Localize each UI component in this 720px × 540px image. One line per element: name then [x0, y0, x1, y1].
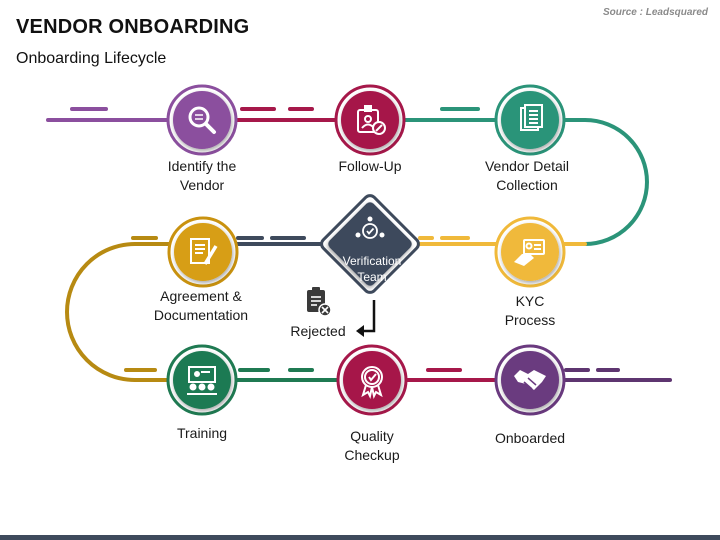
label-identify-line1: Identify the — [167, 158, 237, 174]
id-badge-icon — [357, 105, 386, 135]
label-detail-line2: Collection — [496, 177, 558, 193]
label-onboarded: Onboarded — [494, 430, 566, 446]
node-identify — [166, 84, 238, 156]
node-followup — [334, 84, 406, 156]
presentation-icon — [187, 366, 217, 395]
node-onboarded — [494, 344, 566, 416]
label-training: Training — [176, 425, 228, 441]
team-icon — [355, 216, 385, 239]
node-training — [166, 344, 238, 416]
label-rejected: Rejected — [290, 323, 346, 339]
label-detail: Vendor Detail Collection — [457, 157, 597, 195]
label-quality-line2: Checkup — [344, 447, 400, 463]
source-note: Source : Leadsquared — [602, 7, 708, 18]
node-kyc — [494, 216, 566, 288]
magnifier-icon — [188, 106, 216, 134]
rejected-clipboard-icon — [307, 287, 332, 317]
page-subtitle: Onboarding Lifecycle — [16, 50, 167, 67]
label-agreement-line1: Agreement & — [160, 288, 242, 304]
document-icon — [520, 104, 543, 131]
award-badge-icon — [361, 366, 383, 399]
label-agreement-line2: Documentation — [153, 307, 249, 323]
label-quality: Quality Checkup — [302, 427, 442, 465]
label-quality-line1: Quality — [350, 428, 394, 444]
rejected-arrow — [356, 300, 376, 337]
node-verification — [320, 194, 420, 294]
node-detail — [494, 84, 566, 156]
page-title: VENDOR ONBOARDING — [16, 16, 250, 38]
label-detail-line1: Vendor Detail — [484, 158, 570, 174]
verification-label-line2: Team — [357, 270, 386, 284]
label-kyc-line2: Process — [504, 312, 556, 328]
label-identify-line2: Vendor — [179, 177, 225, 193]
handshake-icon — [514, 370, 546, 390]
label-agreement: Agreement & Documentation — [131, 287, 271, 325]
label-kyc: KYC Process — [460, 292, 600, 330]
verification-label-line1: Verification — [343, 254, 402, 268]
id-card-hand-icon — [514, 239, 545, 266]
node-quality — [336, 344, 408, 416]
label-identify: Identify the Vendor — [132, 157, 272, 195]
pen-document-icon — [190, 238, 218, 265]
label-followup: Follow-Up — [338, 158, 402, 174]
bottom-accent-bar — [0, 535, 720, 540]
label-kyc-line1: KYC — [515, 293, 545, 309]
node-agreement — [167, 216, 239, 288]
